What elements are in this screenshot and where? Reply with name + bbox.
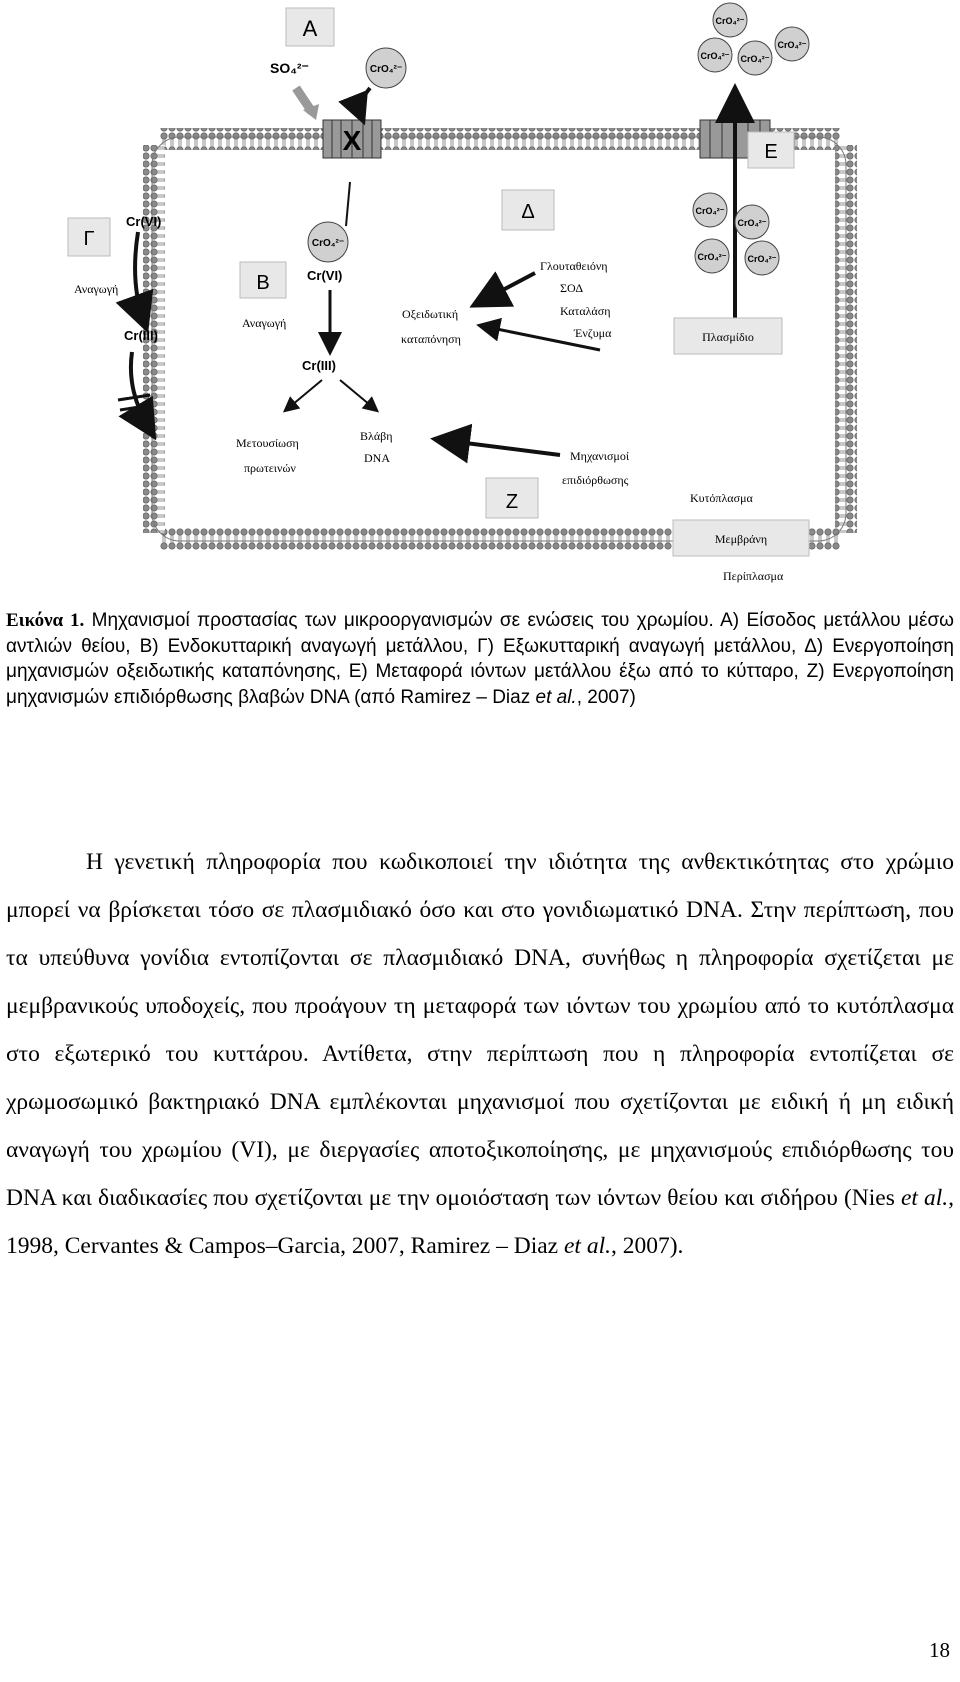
svg-text:Πλασμίδιο: Πλασμίδιο bbox=[702, 330, 754, 344]
body-text-3: , 2007). bbox=[611, 1233, 683, 1259]
protein-mutation-arrow bbox=[286, 380, 322, 410]
outer-reduction-arrow bbox=[135, 232, 144, 322]
svg-text:CrO₄²⁻: CrO₄²⁻ bbox=[777, 40, 806, 50]
sod-label: ΣΟΔ bbox=[560, 281, 583, 295]
svg-text:Γ: Γ bbox=[83, 228, 94, 250]
glutathione-label: Γλουταθειόνη bbox=[540, 259, 608, 273]
oxidative-stress-label-2: καταπόνηση bbox=[401, 332, 461, 346]
protein-mutation-label-1: Μετουσίωση bbox=[236, 436, 299, 450]
body-etal-1: et al., bbox=[901, 1185, 954, 1211]
oxidative-arrow-1 bbox=[480, 273, 535, 302]
caption-text-2: , 2007) bbox=[577, 687, 636, 708]
panel-label-e: Ε bbox=[748, 132, 794, 168]
sulfate-channel: X bbox=[323, 120, 381, 158]
svg-text:CrO₄²⁻: CrO₄²⁻ bbox=[740, 54, 769, 64]
enzymes-label: Ένζυμα bbox=[573, 326, 612, 340]
chromate-cluster-outside: CrO₄²⁻ CrO₄²⁻ CrO₄²⁻ CrO₄²⁻ bbox=[698, 3, 809, 75]
outer-reduction-label: Αναγωγή bbox=[74, 282, 118, 296]
cr6-outer-label: Cr(VI) bbox=[126, 214, 161, 229]
plasmid-label-box: Πλασμίδιο bbox=[674, 318, 782, 354]
body-etal-2: et al. bbox=[564, 1233, 611, 1259]
catalase-label: Καταλάση bbox=[560, 304, 610, 318]
panel-label-b: Β bbox=[240, 262, 286, 298]
cr6-inner-label: Cr(VI) bbox=[307, 268, 342, 283]
caption-text-1: Μηχανισμοί προστασίας των μικροοργανισμώ… bbox=[6, 610, 954, 708]
cr3-outer-label: Cr(III) bbox=[124, 328, 158, 343]
chromate-entry-arrow bbox=[360, 88, 370, 118]
periplasm-label: Περίπλασμα bbox=[723, 569, 784, 583]
svg-text:Β: Β bbox=[256, 272, 269, 294]
figure-chromium-mechanisms: X Α Ε Γ bbox=[40, 0, 860, 585]
svg-text:CrO₄²⁻: CrO₄²⁻ bbox=[697, 252, 726, 262]
dna-damage-label-1: Βλάβη bbox=[360, 429, 393, 443]
page-number: 18 bbox=[929, 1638, 950, 1663]
repair-label-2: επιδιόρθωσης bbox=[562, 473, 629, 487]
svg-text:Μεμβράνη: Μεμβράνη bbox=[715, 532, 767, 546]
cytoplasm-label: Κυτόπλασμα bbox=[690, 491, 753, 505]
svg-text:CrO₄²⁻: CrO₄²⁻ bbox=[312, 238, 344, 249]
svg-text:CrO₄²⁻: CrO₄²⁻ bbox=[695, 206, 724, 216]
chromate-ion-a: CrO₄²⁻ bbox=[366, 48, 406, 88]
cr3-inner-label: Cr(III) bbox=[302, 358, 336, 373]
body-paragraph: Η γενετική πληροφορία που κωδικοποιεί τη… bbox=[6, 838, 954, 1270]
svg-text:CrO₄²⁻: CrO₄²⁻ bbox=[370, 64, 402, 75]
chromate-ion-b: CrO₄²⁻ bbox=[308, 222, 348, 262]
svg-text:Ζ: Ζ bbox=[506, 491, 518, 513]
panel-label-a: Α bbox=[286, 8, 334, 46]
svg-text:Α: Α bbox=[303, 16, 318, 41]
caption-label: Εικόνα 1. bbox=[6, 610, 84, 631]
svg-text:Δ: Δ bbox=[521, 201, 534, 223]
membrane-label-box: Μεμβράνη bbox=[673, 520, 809, 556]
svg-text:Ε: Ε bbox=[764, 141, 777, 163]
figure-diagram: X Α Ε Γ bbox=[40, 0, 860, 585]
repair-label-1: Μηχανισμοί bbox=[570, 449, 630, 463]
oxidative-stress-label-1: Οξειδωτική bbox=[402, 307, 458, 321]
svg-text:CrO₄²⁻: CrO₄²⁻ bbox=[715, 16, 744, 26]
figure-caption: Εικόνα 1. Μηχανισμοί προστασίας των μικρ… bbox=[6, 608, 954, 710]
inner-reduction-label: Αναγωγή bbox=[242, 316, 286, 330]
sulfate-ion-label: SO₄²⁻ bbox=[270, 60, 309, 76]
panel-label-g: Γ bbox=[68, 218, 110, 256]
svg-text:CrO₄²⁻: CrO₄²⁻ bbox=[737, 218, 766, 228]
blocked-x-mark: X bbox=[343, 125, 362, 156]
svg-text:CrO₄²⁻: CrO₄²⁻ bbox=[747, 254, 776, 264]
caption-etal: et al. bbox=[536, 687, 577, 708]
body-text-1: Η γενετική πληροφορία που κωδικοποιεί τη… bbox=[6, 849, 954, 1211]
dna-damage-arrow bbox=[340, 380, 376, 410]
protein-mutation-label-2: πρωτεινών bbox=[244, 461, 296, 475]
repair-arrow bbox=[442, 440, 560, 455]
svg-text:CrO₄²⁻: CrO₄²⁻ bbox=[700, 51, 729, 61]
dna-damage-label-2: DNA bbox=[364, 451, 390, 465]
panel-label-d: Δ bbox=[502, 190, 554, 230]
body-text-2: 1998, Cervantes & Campos–Garcia, 2007, R… bbox=[6, 1233, 564, 1259]
panel-label-z: Ζ bbox=[486, 478, 538, 518]
chromate-channel-link bbox=[346, 182, 350, 226]
